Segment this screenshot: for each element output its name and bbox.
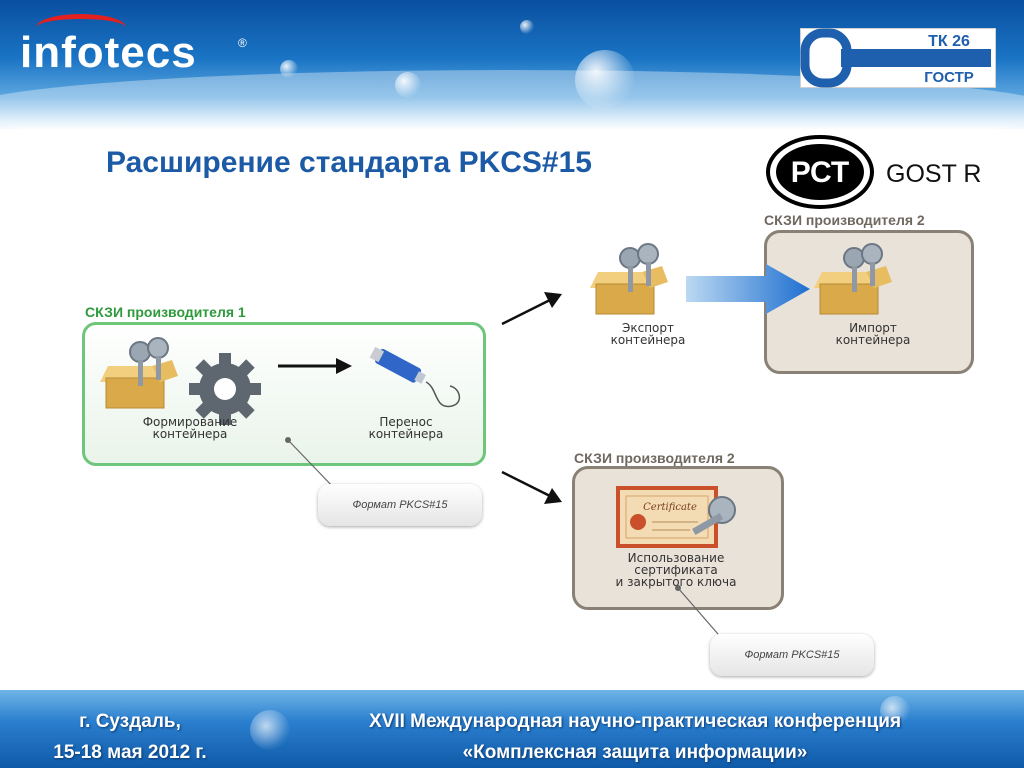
arrow-up-right-icon bbox=[501, 292, 562, 326]
caption-line: контейнера bbox=[610, 333, 686, 347]
vendor1-label: СКЗИ производителя 1 bbox=[85, 304, 246, 320]
export-keys-icon bbox=[590, 243, 668, 315]
banner-bubble bbox=[520, 20, 534, 34]
caption-line: контейнера bbox=[152, 427, 228, 441]
arrow-right-icon bbox=[278, 358, 352, 374]
vendor2-top-label: СКЗИ производителя 2 bbox=[764, 212, 925, 228]
tk26-key-icon: ТК 26 ГОСТР bbox=[800, 28, 991, 88]
use-cert-caption: Использование сертификата и закрытого кл… bbox=[588, 552, 764, 588]
arrow-down-right-icon bbox=[501, 470, 562, 504]
tk-line2: ГОСТР bbox=[924, 69, 974, 86]
infotecs-logo: infotecs bbox=[20, 28, 197, 77]
tk-line1: ТК 26 bbox=[928, 33, 970, 50]
transfer-container-caption: Перенос контейнера bbox=[344, 416, 468, 440]
footer-city: г. Суздаль, bbox=[79, 711, 181, 732]
format-pill: Формат PKCS#15 bbox=[710, 634, 874, 676]
slide-title: Расширение стандарта PKCS#15 bbox=[106, 146, 592, 179]
footer-location: г. Суздаль, 15-18 мая 2012 г. bbox=[10, 706, 250, 768]
svg-text:РСТ: РСТ bbox=[791, 156, 850, 189]
import-caption: Импорт контейнера bbox=[810, 322, 936, 346]
footer-bubble bbox=[880, 696, 910, 726]
blue-transfer-arrow-icon bbox=[686, 264, 810, 314]
container-keys-icon bbox=[100, 337, 178, 409]
rst-icon: РСТ GOST R bbox=[766, 135, 981, 209]
caption-line: и закрытого ключа bbox=[615, 575, 737, 589]
export-caption: Экспорт контейнера bbox=[588, 322, 708, 346]
import-keys-icon bbox=[814, 243, 892, 315]
banner-bubble bbox=[280, 60, 298, 78]
caption-line: контейнера bbox=[835, 333, 911, 347]
form-container-caption: Формирование контейнера bbox=[110, 416, 270, 440]
usb-stick-icon bbox=[369, 346, 461, 408]
logo-swoosh bbox=[36, 14, 126, 41]
footer-conference: XVII Международная научно-практическая к… bbox=[300, 706, 970, 768]
caption-line: Перенос bbox=[379, 415, 433, 429]
gost-r-mark: РСТ GOST R bbox=[766, 134, 998, 210]
certificate-key-icon: Certificate bbox=[616, 486, 736, 548]
banner-bubble bbox=[395, 72, 421, 98]
conference-title: «Комплексная защита информации» bbox=[462, 742, 808, 763]
format-pill: Формат PKCS#15 bbox=[318, 484, 482, 526]
callout-connector bbox=[285, 437, 337, 491]
caption-line: Использование bbox=[627, 551, 725, 565]
gost-r-label: GOST R bbox=[886, 160, 981, 188]
footer-banner bbox=[0, 690, 1024, 768]
caption-line: сертификата bbox=[634, 563, 718, 577]
caption-line: Импорт bbox=[849, 321, 897, 335]
tk26-logo: ТК 26 ГОСТР bbox=[800, 28, 996, 88]
footer-dates: 15-18 мая 2012 г. bbox=[53, 742, 207, 763]
gear-icon bbox=[189, 353, 261, 425]
conference-name: XVII Международная научно-практическая к… bbox=[368, 711, 902, 732]
footer-bubble bbox=[250, 710, 290, 750]
callout-connector bbox=[675, 585, 719, 635]
caption-line: контейнера bbox=[368, 427, 444, 441]
banner-bubble bbox=[575, 50, 635, 110]
registered-mark: ® bbox=[238, 36, 247, 50]
caption-line: Экспорт bbox=[621, 321, 675, 335]
vendor2-bottom-label: СКЗИ производителя 2 bbox=[574, 450, 735, 466]
svg-text:Certificate: Certificate bbox=[643, 502, 697, 513]
caption-line: Формирование bbox=[142, 415, 238, 429]
